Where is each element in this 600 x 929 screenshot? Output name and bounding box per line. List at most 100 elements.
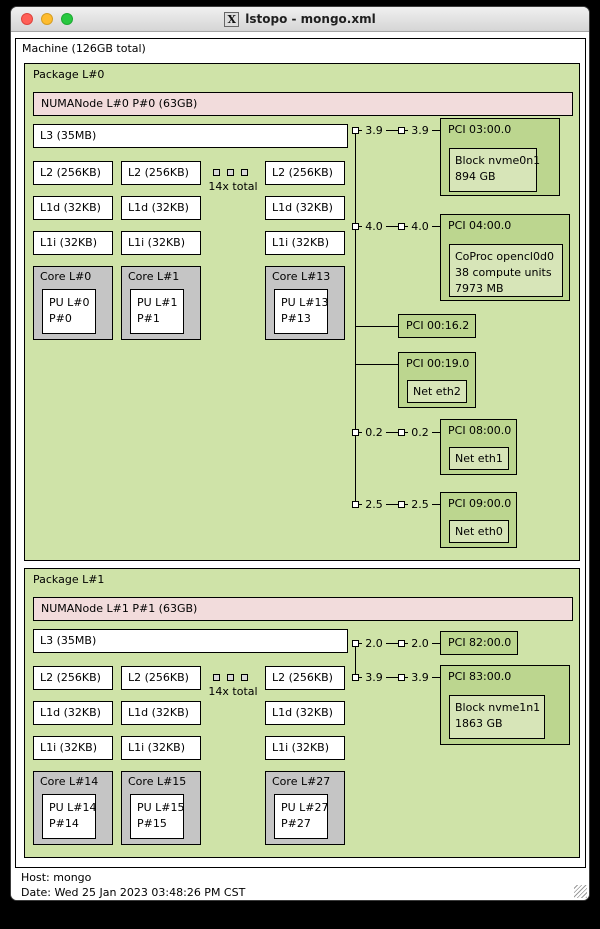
pci-link-line xyxy=(355,364,398,365)
ellipsis-dot xyxy=(213,674,220,681)
pu-box: PU L#14 P#14 xyxy=(42,794,97,839)
pu-pnum: P#14 xyxy=(49,817,79,830)
l1i-cache-box: L1i (32KB) xyxy=(33,736,113,760)
pci-device-box: PCI 08:00.0 Net eth1 xyxy=(440,419,517,475)
ellipsis-dot xyxy=(213,169,220,176)
pci-device-label: PCI 08:00.0 xyxy=(448,424,512,437)
bridge-square xyxy=(352,674,359,681)
core-label: Core L#0 xyxy=(40,270,92,283)
bridge-square xyxy=(352,223,359,230)
legend-host: Host: mongo xyxy=(21,871,92,884)
pci-device-box: PCI 00:16.2 xyxy=(398,314,476,338)
bridge-square xyxy=(352,501,359,508)
pci-link-line xyxy=(355,677,440,678)
ellipsis-dot xyxy=(227,674,234,681)
ellipsis-dot xyxy=(227,169,234,176)
osdev-name: Net eth1 xyxy=(455,452,503,465)
link-speed: 0.2 xyxy=(362,426,386,439)
l2-cache-box: L2 (256KB) xyxy=(121,161,201,185)
pu-label: PU L#13 xyxy=(281,296,329,309)
core-label: Core L#27 xyxy=(272,775,331,788)
l3-cache-box: L3 (35MB) xyxy=(33,124,348,148)
pu-pnum: P#1 xyxy=(137,312,160,325)
l2-cache-box: L2 (256KB) xyxy=(265,666,345,690)
titlebar[interactable]: X lstopo - mongo.xml xyxy=(11,7,589,32)
l1d-cache-box: L1d (32KB) xyxy=(33,196,113,220)
l1i-cache-box: L1i (32KB) xyxy=(33,231,113,255)
bridge-square xyxy=(352,429,359,436)
bridge-square xyxy=(398,429,405,436)
l2-cache-box: L2 (256KB) xyxy=(33,161,113,185)
net-device-box: Net eth0 xyxy=(449,520,509,543)
osdev-size: 894 GB xyxy=(455,170,496,183)
core-box: Core L#0 PU L#0 P#0 xyxy=(33,266,113,340)
core-box: Core L#15 PU L#15 P#15 xyxy=(121,771,201,845)
link-speed: 2.5 xyxy=(408,498,432,511)
window-controls xyxy=(21,13,73,25)
pci-link-line xyxy=(355,130,440,131)
net-device-box: Net eth2 xyxy=(407,380,467,403)
link-speed: 3.9 xyxy=(408,671,432,684)
block-device-box: Block nvme1n1 1863 GB xyxy=(449,695,545,739)
block-device-box: Block nvme0n1 894 GB xyxy=(449,148,541,192)
machine-box: Machine (126GB total) Package L#0 NUMANo… xyxy=(15,38,586,868)
ellipsis-dot xyxy=(241,169,248,176)
pu-box: PU L#15 P#15 xyxy=(130,794,185,839)
ellipsis-label: 14x total xyxy=(208,685,258,698)
pci-device-box: PCI 04:00.0 CoProc opencl0d0 38 compute … xyxy=(440,214,570,301)
package-box: Package L#1 NUMANode L#1 P#1 (63GB) L3 (… xyxy=(24,568,580,858)
maximize-button[interactable] xyxy=(61,13,73,25)
pu-box: PU L#13 P#13 xyxy=(274,289,329,334)
core-label: Core L#1 xyxy=(128,270,180,283)
link-speed: 3.9 xyxy=(408,124,432,137)
pci-device-box: PCI 09:00.0 Net eth0 xyxy=(440,492,517,548)
link-speed: 2.0 xyxy=(362,637,386,650)
bridge-square xyxy=(398,640,405,647)
bridge-square xyxy=(398,223,405,230)
l1i-cache-box: L1i (32KB) xyxy=(121,736,201,760)
pu-box: PU L#27 P#27 xyxy=(274,794,329,839)
l1d-cache-box: L1d (32KB) xyxy=(33,701,113,725)
core-box: Core L#1 PU L#1 P#1 xyxy=(121,266,201,340)
pci-link-line xyxy=(355,326,398,327)
link-speed: 3.9 xyxy=(362,124,386,137)
l2-cache-box: L2 (256KB) xyxy=(33,666,113,690)
osdev-name: Block nvme0n1 xyxy=(455,154,541,167)
l1i-cache-box: L1i (32KB) xyxy=(121,231,201,255)
net-device-box: Net eth1 xyxy=(449,447,509,470)
ellipsis-label: 14x total xyxy=(208,180,258,193)
pci-link-line xyxy=(355,432,440,433)
link-speed: 4.0 xyxy=(408,220,432,233)
numanode-box: NUMANode L#1 P#1 (63GB) xyxy=(33,597,573,621)
minimize-button[interactable] xyxy=(41,13,53,25)
package-label: Package L#1 xyxy=(33,573,105,586)
pu-pnum: P#27 xyxy=(281,817,311,830)
bridge-square xyxy=(352,127,359,134)
pu-label: PU L#27 xyxy=(281,801,329,814)
topology-canvas: Machine (126GB total) Package L#0 NUMANo… xyxy=(11,32,589,900)
osdev-name: Block nvme1n1 xyxy=(455,701,541,714)
pu-pnum: P#0 xyxy=(49,312,72,325)
ellipsis-dot xyxy=(241,674,248,681)
pci-link-line xyxy=(355,504,440,505)
core-label: Core L#15 xyxy=(128,775,187,788)
resize-grip[interactable] xyxy=(574,885,587,898)
pci-device-box: PCI 03:00.0 Block nvme0n1 894 GB xyxy=(440,118,560,196)
pci-trunk-line xyxy=(355,643,356,677)
l1d-cache-box: L1d (32KB) xyxy=(121,701,201,725)
l1d-cache-box: L1d (32KB) xyxy=(265,196,345,220)
bridge-square xyxy=(398,501,405,508)
pci-device-label: PCI 00:19.0 xyxy=(406,357,470,370)
pci-device-box: PCI 00:19.0 Net eth2 xyxy=(398,352,476,408)
pu-pnum: P#13 xyxy=(281,312,311,325)
pci-link-line xyxy=(355,643,440,644)
l1d-cache-box: L1d (32KB) xyxy=(265,701,345,725)
pci-device-label: PCI 00:16.2 xyxy=(406,319,470,332)
core-box: Core L#13 PU L#13 P#13 xyxy=(265,266,345,340)
pci-device-box: PCI 83:00.0 Block nvme1n1 1863 GB xyxy=(440,665,570,745)
link-speed: 2.0 xyxy=(408,637,432,650)
l1i-cache-box: L1i (32KB) xyxy=(265,736,345,760)
link-speed: 0.2 xyxy=(408,426,432,439)
core-box: Core L#14 PU L#14 P#14 xyxy=(33,771,113,845)
close-button[interactable] xyxy=(21,13,33,25)
